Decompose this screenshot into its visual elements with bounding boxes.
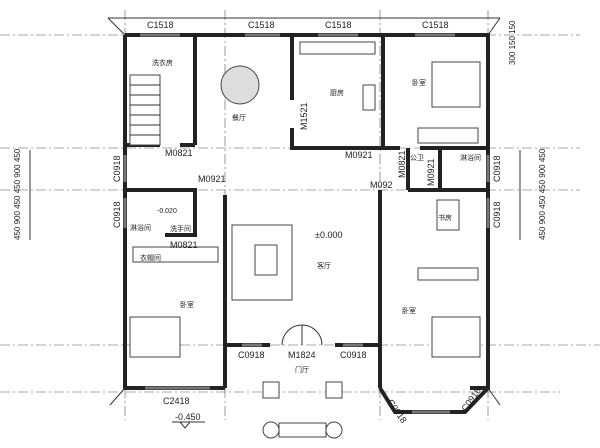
porch-column-right (325, 381, 343, 399)
room-shower-e: 淋浴间 (460, 153, 481, 162)
door-label: M0821 (170, 240, 198, 250)
door-label: M0821 (397, 150, 407, 178)
bed-se (431, 316, 481, 358)
window-label: C0918 (112, 155, 122, 182)
room-cloakroom: 衣帽间 (140, 253, 161, 262)
window-label: C1518 (248, 20, 275, 30)
floor-level: ±0.000 (315, 230, 342, 240)
window-label: C0918 (340, 350, 367, 360)
window-label: C0918 (492, 155, 502, 182)
door-label: M0921 (345, 150, 373, 160)
door-label: M1824 (288, 350, 316, 360)
furniture (129, 41, 481, 439)
room-laundry: 洗衣房 (152, 58, 173, 67)
dimension-left: 450 900 450 450 900 450 (13, 148, 22, 240)
door-label: M0821 (165, 148, 193, 158)
kitchen-counter (299, 41, 376, 55)
porch-column-left (262, 381, 280, 399)
window-label: C0918 (112, 201, 122, 228)
window-label: C0918 (492, 201, 502, 228)
sofa (231, 224, 293, 301)
door-label: M0921 (426, 158, 436, 186)
desk (436, 199, 460, 231)
window-label: C0918 (238, 350, 265, 360)
door-label: M1521 (299, 102, 309, 130)
room-shower-w: 淋浴间 (130, 223, 151, 232)
dimension-top-right: 300 150 150 (508, 20, 517, 65)
room-living: 客厅 (317, 261, 331, 270)
bed-ne (431, 61, 481, 108)
stair (129, 74, 161, 146)
room-kitchen: 厨房 (330, 88, 344, 97)
room-public-bath: 公卫 (410, 154, 424, 162)
room-study: 书房 (438, 213, 452, 222)
window-label: C1518 (325, 20, 352, 30)
room-bedroom-sw: 卧室 (180, 300, 194, 309)
room-wash-w: 洗手间 (170, 224, 191, 233)
room-bedroom-ne: 卧室 (412, 78, 426, 87)
window-label: C1518 (147, 20, 174, 30)
windows (123, 33, 490, 414)
window-label: C2418 (163, 396, 190, 406)
bed-sw (129, 316, 181, 358)
room-bedroom-se: 卧室 (402, 306, 416, 315)
door-label: M092 (370, 180, 393, 190)
room-foyer: 门厅 (295, 365, 309, 374)
outside-level: -0.450 (175, 412, 201, 422)
window-label: C1518 (422, 20, 449, 30)
room-dining: 餐厅 (232, 113, 246, 122)
bath-level: -0.020 (157, 208, 177, 215)
dining-table (220, 65, 260, 105)
dimension-right: 450 900 450 450 900 450 (538, 148, 547, 240)
door-label: M0921 (198, 174, 226, 184)
